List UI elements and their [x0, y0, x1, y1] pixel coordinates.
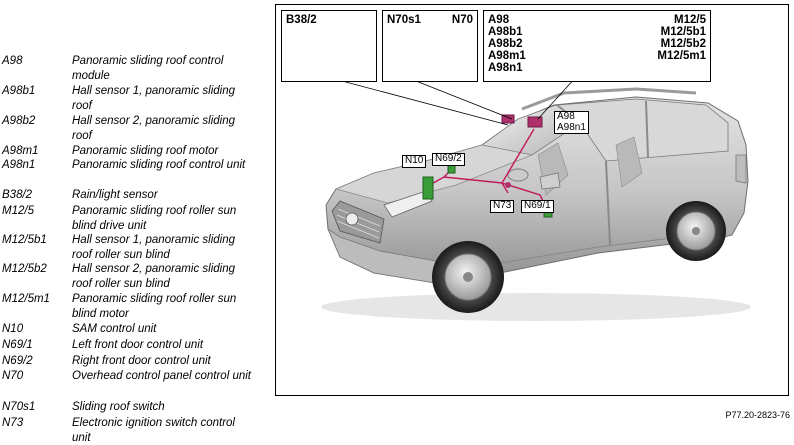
- window-pillar: [605, 100, 649, 246]
- callout-n10: N10: [402, 155, 427, 168]
- legend-code: N10: [2, 323, 24, 335]
- legend-description: Hall sensor 2, panoramic sliding roof ro…: [72, 263, 235, 290]
- legend-code: B38/2: [2, 189, 33, 201]
- legend-code: A98: [2, 55, 23, 67]
- car-shadow: [321, 293, 751, 321]
- rear-light: [735, 154, 747, 184]
- legend-description: Electronic ignition switch control unit: [72, 417, 235, 444]
- legend-description: SAM control unit: [72, 323, 157, 335]
- inset-n70s1-label: N70s1: [387, 14, 421, 26]
- module-label: M12/5b1: [660, 26, 706, 38]
- legend-description: Hall sensor 1, panoramic sliding roof ro…: [72, 234, 235, 261]
- n70-highlight: [501, 114, 515, 124]
- legend-code: A98n1: [2, 159, 36, 171]
- leader-lines: [341, 76, 577, 126]
- inset-n70-label: N70: [451, 14, 473, 26]
- legend-description: Sliding roof switch: [72, 401, 165, 413]
- legend-code: N69/1: [2, 339, 33, 351]
- module-label: A98: [488, 14, 510, 26]
- figure-code: P77.20-2823-76: [725, 410, 790, 420]
- legend-description: Rain/light sensor: [72, 189, 158, 201]
- callout-n69-2: N69/2: [432, 153, 465, 166]
- legend-description: Hall sensor 1, panoramic sliding roof: [72, 85, 235, 112]
- headlight: [383, 190, 433, 218]
- a98-highlight: [527, 116, 543, 128]
- roof-rail: [521, 87, 697, 111]
- legend-code: M12/5b1: [2, 234, 47, 246]
- legend-description: Panoramic sliding roof control unit: [72, 159, 246, 171]
- module-label: A98m1: [488, 50, 526, 62]
- legend-description: Overhead control panel control unit: [72, 370, 251, 382]
- legend-code: A98b2: [2, 115, 36, 127]
- callout-a98-line2: A98n1: [557, 121, 586, 133]
- front-wheel: [432, 241, 504, 313]
- callout-n73: N73: [490, 200, 515, 213]
- legend-code: N69/2: [2, 355, 33, 367]
- legend-code: M12/5: [2, 205, 34, 217]
- rear-wheel: [666, 201, 726, 261]
- module-label: M12/5: [674, 14, 706, 26]
- inset-n70: N70s1 N70: [382, 10, 478, 82]
- legend-code: N70: [2, 370, 24, 382]
- callout-a98-line1: A98: [557, 111, 575, 122]
- legend-description: Panoramic sliding roof motor: [72, 145, 219, 157]
- legend-code: A98b1: [2, 85, 36, 97]
- inset-b38-2-label: B38/2: [286, 14, 317, 26]
- steering-wheel: [507, 168, 529, 182]
- module-label: M12/5m1: [657, 50, 706, 62]
- n73-highlight: [505, 182, 511, 188]
- legend-code: N73: [2, 417, 24, 429]
- module-label: A98n1: [488, 62, 523, 74]
- callout-n69-1: N69/1: [521, 200, 554, 213]
- inset-b38-2: B38/2: [281, 10, 377, 82]
- legend-code: M12/5b2: [2, 263, 47, 275]
- callout-a98: A98 A98n1: [554, 111, 589, 134]
- legend-code: N70s1: [2, 401, 36, 413]
- emblem: [345, 212, 359, 226]
- grille-slats: [336, 208, 381, 239]
- legend-description: Hall sensor 2, panoramic sliding roof: [72, 115, 235, 142]
- legend-description: Right front door control unit: [72, 355, 211, 367]
- side-sill: [475, 236, 681, 268]
- legend-code: M12/5m1: [2, 293, 50, 305]
- n10-highlight: [422, 176, 434, 200]
- legend-description: Panoramic sliding roof control module: [72, 55, 224, 82]
- module-label: A98b1: [488, 26, 523, 38]
- legend-code: A98m1: [2, 145, 39, 157]
- legend-description: Panoramic sliding roof roller sun blind …: [72, 205, 237, 232]
- legend-description: Panoramic sliding roof roller sun blind …: [72, 293, 237, 320]
- module-label: M12/5b2: [660, 38, 706, 50]
- module-label: A98b2: [488, 38, 523, 50]
- legend-description: Left front door control unit: [72, 339, 204, 351]
- mirror: [539, 172, 561, 190]
